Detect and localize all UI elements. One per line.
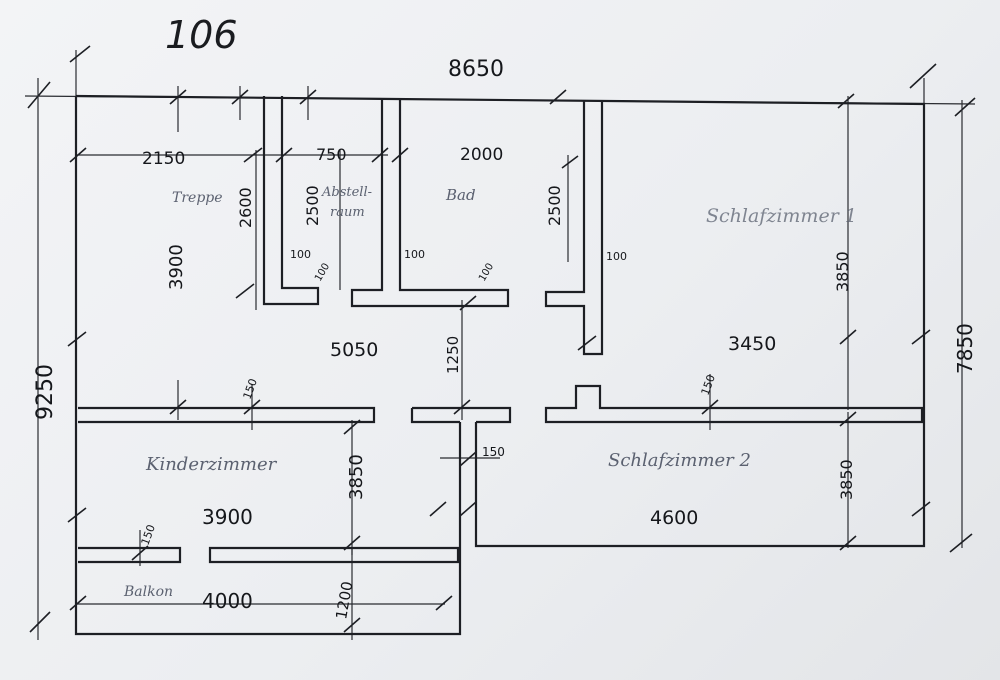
dim-wall-150-right: 150 [699,373,718,397]
dimension-labels: 8650 2150 750 2000 2600 2500 2500 100 10… [33,57,977,621]
room-label-kinderzimmer: Kinderzimmer [145,454,278,475]
dim-sz1-height: 3850 [833,251,852,292]
room-label-abstellraum-2: raum [330,205,365,220]
room-labels: Treppe Abstell- raum Bad Schlafzimmer 1 … [123,185,857,600]
dim-right-depth: 2500 [545,185,564,226]
dim-abstell-width: 750 [316,145,347,164]
dim-kinder-width: 3900 [202,505,253,529]
dim-bad-tick-100: 100 [477,261,496,283]
dim-treppe-tick-100: 100 [313,261,332,283]
dim-wall-150-center: 150 [482,445,505,459]
dim-kinder-height: 3850 [346,454,367,500]
dim-sz2-width: 4600 [650,507,698,529]
dim-bad-wall-100: 100 [404,248,425,261]
dim-wall-150-left: 150 [241,377,260,401]
dim-treppe-width: 2150 [142,149,185,169]
dim-overall-height: 9250 [33,364,58,420]
dim-sz1-width: 3450 [728,333,776,355]
walls [74,94,926,636]
dim-hall-depth: 1250 [444,336,462,374]
dim-sz2-height: 3850 [837,459,856,500]
dim-treppe-depth: 2600 [236,187,255,228]
dim-bad-width: 2000 [460,145,503,165]
dim-hall-width: 5050 [330,339,378,361]
dim-overall-width: 8650 [448,57,504,82]
room-label-treppe: Treppe [172,190,223,206]
dim-treppe-wall-100: 100 [290,248,311,261]
dim-abstell-depth: 2500 [303,185,322,226]
dim-left-3900: 3900 [166,244,187,290]
dim-balkon-wall-150: 150 [139,523,158,547]
dim-right-height: 7850 [953,323,977,374]
room-label-bad: Bad [445,186,476,204]
page-number: 106 [165,13,238,57]
room-label-abstellraum-1: Abstell- [321,185,372,200]
dimension-lines [24,45,976,640]
room-label-schlafzimmer-1: Schlafzimmer 1 [706,205,857,227]
room-label-schlafzimmer-2: Schlafzimmer 2 [608,450,751,471]
dim-balkon-depth: 1200 [332,580,356,621]
dim-balkon-width: 4000 [202,589,253,613]
dim-right-wall-100: 100 [606,250,627,263]
room-label-balkon: Balkon [123,584,173,600]
